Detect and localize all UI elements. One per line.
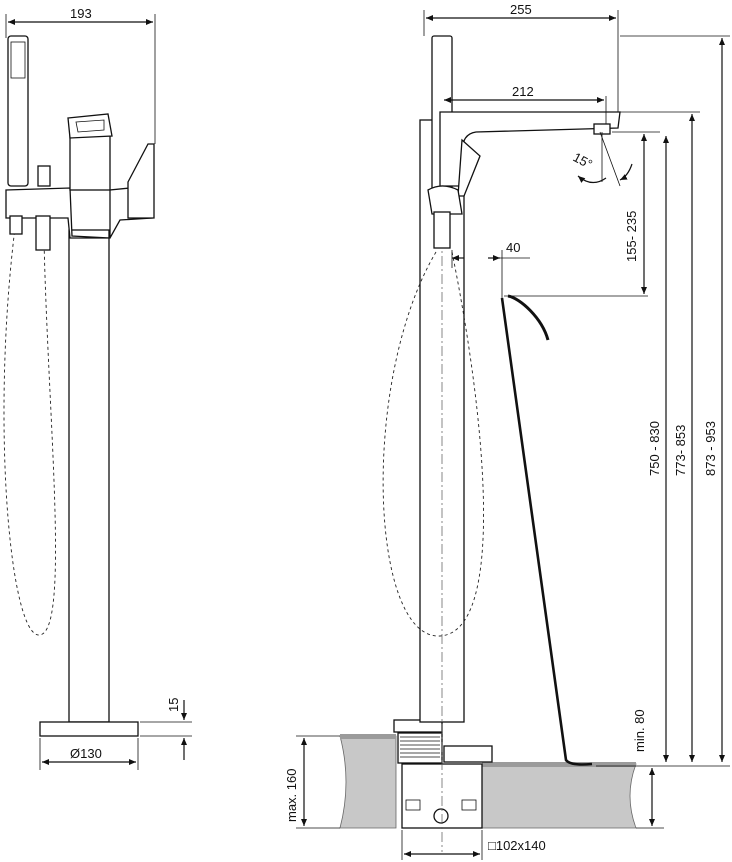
- dim-min-floor: min. 80: [632, 709, 647, 752]
- side-view: 255 212 15° 155- 235 40 750 - 830 773- 8…: [284, 2, 730, 860]
- bath-rim: [507, 294, 550, 341]
- floor-left: [339, 735, 397, 829]
- dim-height-2: 773- 853: [673, 425, 688, 476]
- spout-front: [67, 113, 113, 139]
- sleeve-threads: [400, 736, 440, 758]
- dim-height-1: 750 - 830: [647, 421, 662, 476]
- dim-base-diameter: Ø130: [70, 746, 102, 761]
- hose-connector-left: [9, 215, 23, 235]
- dim-front-width: 193: [70, 6, 92, 21]
- hand-shower-head: [10, 41, 26, 79]
- dim-floor-depth: max. 160: [284, 769, 299, 822]
- lever-side: [457, 138, 481, 197]
- hand-shower: [7, 35, 29, 187]
- lever-front: [127, 143, 155, 219]
- side-base-flange: [443, 745, 493, 763]
- dim-spout-reach: 212: [512, 84, 534, 99]
- dim-total-reach: 255: [510, 2, 532, 17]
- hose-front: [3, 219, 56, 636]
- dim-height-3: 873 - 953: [703, 421, 718, 476]
- hose-side: [382, 251, 484, 637]
- sleeve: [397, 732, 443, 764]
- front-view: 193 Ø130 15: [3, 6, 192, 770]
- dim-angle: 15°: [571, 149, 595, 171]
- spout-outlet-front: [75, 119, 105, 133]
- column-front: [68, 229, 110, 723]
- dim-hand-shower-offset: 40: [506, 240, 520, 255]
- bath-wall: [500, 297, 593, 766]
- hose-connector-right: [35, 215, 51, 251]
- dim-box-size: □102x140: [488, 838, 546, 853]
- box-port: [433, 808, 449, 824]
- mixer-body-front: [69, 133, 111, 191]
- shower-holder: [427, 185, 463, 215]
- base-front: [39, 721, 139, 737]
- dim-spout-height: 155- 235: [624, 211, 639, 262]
- floor-right: [481, 763, 637, 829]
- holder-stem: [433, 211, 451, 249]
- dim-base-height: 15: [166, 698, 181, 712]
- diverter-knob: [37, 165, 51, 187]
